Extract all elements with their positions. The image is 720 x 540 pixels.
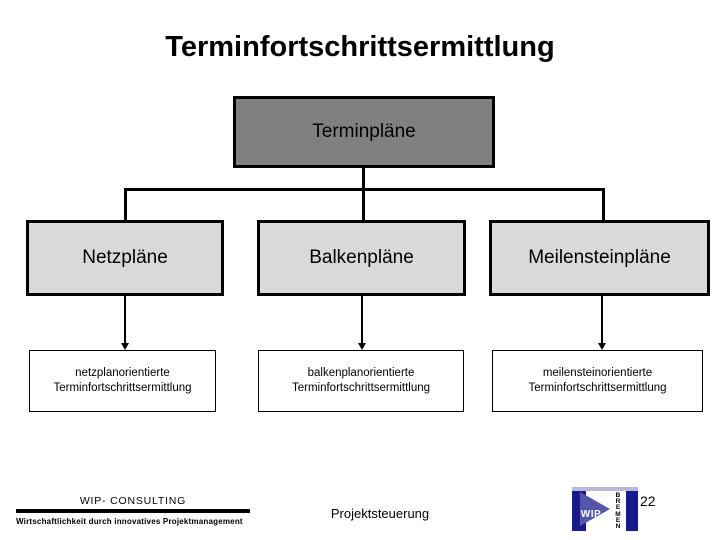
logo-city-vertical: B R E M E N xyxy=(613,492,623,531)
logo-city-letter: E xyxy=(615,516,621,524)
connector-drop-balkenplaene xyxy=(362,188,365,222)
node-balkenplanorientierte-line2: Terminfortschrittsermittlung xyxy=(291,382,431,394)
footer-center-label: Projektsteuerung xyxy=(330,506,430,521)
node-netzplanorientierte-line2: Terminfortschrittsermittlung xyxy=(53,382,192,394)
node-netzplanorientierte-ermittlung[interactable]: netzplanorientierte Terminfortschrittser… xyxy=(29,350,216,412)
logo-city-letter: B xyxy=(615,492,621,499)
node-balkenplanorientierte-line1: balkenplanorientierte xyxy=(307,367,415,379)
footer-divider xyxy=(16,509,250,513)
logo-city-letter: M xyxy=(615,510,621,518)
page-number: 22 xyxy=(640,493,656,509)
node-balkenplaene[interactable]: Balkenpläne xyxy=(257,220,466,296)
arrow-balkenplaene-down xyxy=(358,296,366,350)
arrow-meilensteinplaene-down xyxy=(598,296,606,350)
node-netzplanorientierte-line1: netzplanorientierte xyxy=(75,367,170,379)
logo-right-panel xyxy=(626,489,638,531)
connector-drop-meilensteinplaene xyxy=(602,188,605,222)
page-title: Terminfortschrittsermittlung xyxy=(165,31,555,63)
node-meilensteinplaene[interactable]: Meilensteinpläne xyxy=(489,220,710,296)
logo-wordmark: WIP xyxy=(580,509,602,520)
node-netzplaene[interactable]: Netzpläne xyxy=(26,220,224,296)
node-balkenplaene-label: Balkenpläne xyxy=(309,247,414,268)
node-terminplaene-label: Terminpläne xyxy=(312,121,416,142)
footer-tagline: Wirtschaftlichkeit durch innovatives Pro… xyxy=(16,517,243,526)
node-netzplaene-label: Netzpläne xyxy=(82,247,168,268)
wip-bremen-logo: WIP B R E M E N xyxy=(572,487,638,533)
connector-drop-netzplaene xyxy=(124,188,127,222)
node-balkenplanorientierte-ermittlung[interactable]: balkenplanorientierte Terminfortschritts… xyxy=(258,350,464,412)
node-meilensteinorientierte-line2: Terminfortschrittsermittlung xyxy=(528,382,667,394)
logo-city-letter: E xyxy=(615,504,621,512)
logo-city-letter: R xyxy=(615,498,621,506)
node-meilensteinorientierte-line1: meilensteinorientierte xyxy=(542,367,653,379)
logo-top-edge xyxy=(572,487,638,491)
logo-triangle-icon xyxy=(580,492,610,526)
footer-brand: WIP- CONSULTING xyxy=(79,495,187,507)
arrow-netzplaene-down xyxy=(121,296,129,350)
connector-root-stub xyxy=(362,168,365,190)
footer-left-block: WIP- CONSULTING Wirtschaftlichkeit durch… xyxy=(16,494,250,527)
node-terminplaene[interactable]: Terminpläne xyxy=(233,96,495,168)
logo-city-letter: N xyxy=(615,523,621,531)
node-meilensteinplaene-label: Meilensteinpläne xyxy=(528,247,671,268)
node-meilensteinorientierte-ermittlung[interactable]: meilensteinorientierte Terminfortschritt… xyxy=(492,350,703,412)
